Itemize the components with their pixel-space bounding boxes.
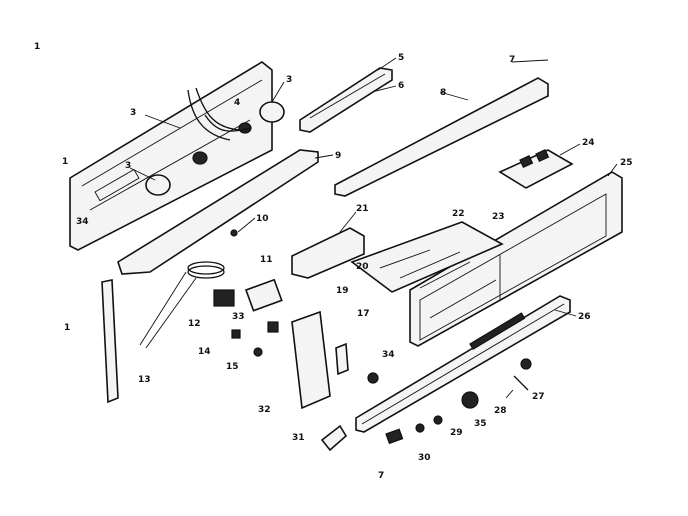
label-28: 28 [494,406,507,416]
label-1: 1 [34,42,40,52]
label-13: 13 [138,375,151,385]
label-5: 5 [398,53,404,63]
relay-clip [213,289,235,307]
label-3: 3 [130,108,136,118]
clip-33 [267,321,279,333]
knob-29 [433,415,443,425]
label-8: 8 [440,88,446,98]
label-17: 17 [357,309,370,319]
knob-30 [385,428,404,445]
label-32: 32 [258,405,271,415]
knob-28 [461,391,479,409]
label-34: 34 [76,217,89,227]
label-3: 3 [125,161,131,171]
label-20: 20 [356,262,369,272]
label-15: 15 [226,362,239,372]
label-25: 25 [620,158,633,168]
label-26: 26 [578,312,591,322]
label-35: 35 [474,419,487,429]
label-21: 21 [356,204,369,214]
label-10: 10 [256,214,269,224]
rear-console-panel [69,61,285,251]
wire-harness [139,261,225,349]
console-bracket [117,149,319,275]
label-12: 12 [188,319,201,329]
screw-14 [231,329,241,339]
label-4: 4 [234,98,240,108]
label-34: 34 [382,350,395,360]
label-7: 7 [378,471,384,481]
label-3: 3 [286,75,292,85]
label-23: 23 [492,212,505,222]
screw-10 [230,229,238,237]
label-30: 30 [418,453,431,463]
knob-27 [513,358,532,391]
long-trim-bar [334,77,549,197]
trim-strip [299,67,393,133]
label-22: 22 [452,209,465,219]
label-27: 27 [532,392,545,402]
label-7: 7 [509,55,515,65]
label-33: 33 [232,312,245,322]
switch-housing [244,278,283,312]
label-11: 11 [260,255,273,265]
bracket-31 [320,424,348,452]
leader-lines [129,57,618,399]
vertical-bracket [291,310,331,410]
label-6: 6 [398,81,404,91]
label-1: 1 [62,157,68,167]
knob-34 [367,372,379,384]
lamp-bulb-right [259,101,285,123]
label-14: 14 [198,347,211,357]
screw-15 [253,347,263,357]
label-1: 1 [64,323,70,333]
control-strip [355,295,571,433]
label-31: 31 [292,433,305,443]
label-24: 24 [582,138,595,148]
small-bracket [335,342,349,376]
lamp-bulb-left [145,174,171,196]
knob-35 [415,423,425,433]
switch-cover [291,227,365,279]
small-plate [498,148,574,189]
label-9: 9 [335,151,341,161]
part-labels: 1 1 1 3 3 3 4 5 6 7 7 8 9 10 11 12 13 14… [34,42,633,481]
label-19: 19 [336,286,349,296]
circuit-board [350,221,504,293]
side-strip [101,279,119,404]
front-console-panel [409,171,623,347]
label-29: 29 [450,428,463,438]
